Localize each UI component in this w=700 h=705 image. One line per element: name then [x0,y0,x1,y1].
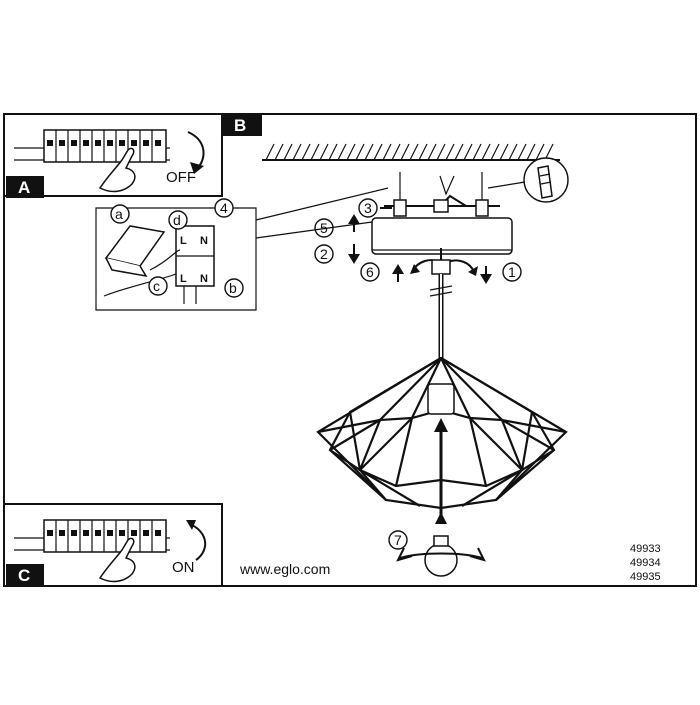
ceiling [262,143,560,161]
ceiling-hatch-line [508,143,518,161]
panel-c: ON C [3,503,223,587]
ceiling-hatch-line [454,143,464,161]
ceiling-hatch-line [499,143,509,161]
model-number-3: 49935 [630,571,661,583]
step-4-label: 4 [220,200,228,216]
ceiling-hatch-line [535,143,545,161]
ceiling-hatch-line [526,143,536,161]
step-4-marker [214,198,234,218]
section-b-badge [222,114,262,136]
ceiling-hatch-line [472,143,482,161]
step-3-label: 3 [364,200,372,216]
ceiling-hatch-line [517,143,527,161]
step-6-label: 6 [366,264,374,280]
step-7-label: 7 [394,532,402,548]
callout-b: b [229,280,237,296]
ceiling-hatch-line [364,143,374,161]
model-number-2: 49934 [630,557,661,569]
ceiling-hatch-line [328,143,338,161]
wall-plug-detail [487,157,569,203]
ceiling-hatch-line [427,143,437,161]
ceiling-hatch-line [436,143,446,161]
sheet-border [3,113,697,587]
switch-on-label: ON [172,559,195,576]
website-text: www.eglo.com [239,561,330,577]
svg-text:N: N [200,235,208,247]
light-bulb [396,535,486,577]
callout-d: d [173,212,181,228]
ceiling-hatch-line [391,143,401,161]
step-5-marker [314,218,334,238]
ceiling-hatch-line [265,143,275,161]
ceiling-hatch-line [490,143,500,161]
section-a-label: A [18,178,30,197]
suspension-rod [429,248,453,360]
ceiling-hatch-line [310,143,320,161]
svg-text:L: L [180,235,187,247]
ceiling-hatch-line [445,143,455,161]
ceiling-hatch-line [463,143,473,161]
panel-a: OFF A [3,113,223,198]
panel-c-frame [3,503,223,587]
ceiling-hatch-line [301,143,311,161]
ceiling-hatch-line [481,143,491,161]
mounting-bracket [384,172,500,217]
hand-icon-2 [98,537,136,583]
step-3-marker [358,198,378,218]
step-5-label: 5 [320,220,328,236]
model-number-1: 49933 [630,543,661,555]
callout-c: c [153,278,160,294]
hand-icon [98,147,136,193]
ceiling-hatch-line [292,143,302,161]
ceiling-hatch-line [400,143,410,161]
rotate-right-icon [447,259,475,273]
ceiling-hatch-line [355,143,365,161]
step-7-marker [388,530,408,550]
svg-text:L: L [180,273,187,285]
step-1-label: 1 [508,264,516,280]
ceiling-hatch-line [418,143,428,161]
step-2-label: 2 [320,246,328,262]
ceiling-hatch-line [337,143,347,161]
step-1-marker [502,262,522,282]
section-c-badge [6,564,44,586]
ceiling-hatch-line [274,143,284,161]
switch-off-label: OFF [166,169,196,186]
locking-nut [431,259,451,275]
ceiling-hatch-line [409,143,419,161]
lamp-socket [427,383,455,415]
section-c-label: C [18,566,30,585]
section-a-badge [6,176,44,198]
rotate-up-arrow-icon [189,523,206,561]
breaker-rail-a [14,129,170,163]
ceiling-hatch-line [382,143,392,161]
svg-text:N: N [200,273,208,285]
ceiling-hatch-line [346,143,356,161]
ceiling-hatch-line [373,143,383,161]
panel-a-frame [3,113,223,197]
ceiling-hatch-line [283,143,293,161]
section-b-label: B [234,116,246,135]
ceiling-hatch-line [319,143,329,161]
callout-a: a [115,206,123,222]
step-2-marker [314,244,334,264]
step-6-marker [360,262,380,282]
wiring-detail: 4 L N L N a d c b [95,187,389,311]
